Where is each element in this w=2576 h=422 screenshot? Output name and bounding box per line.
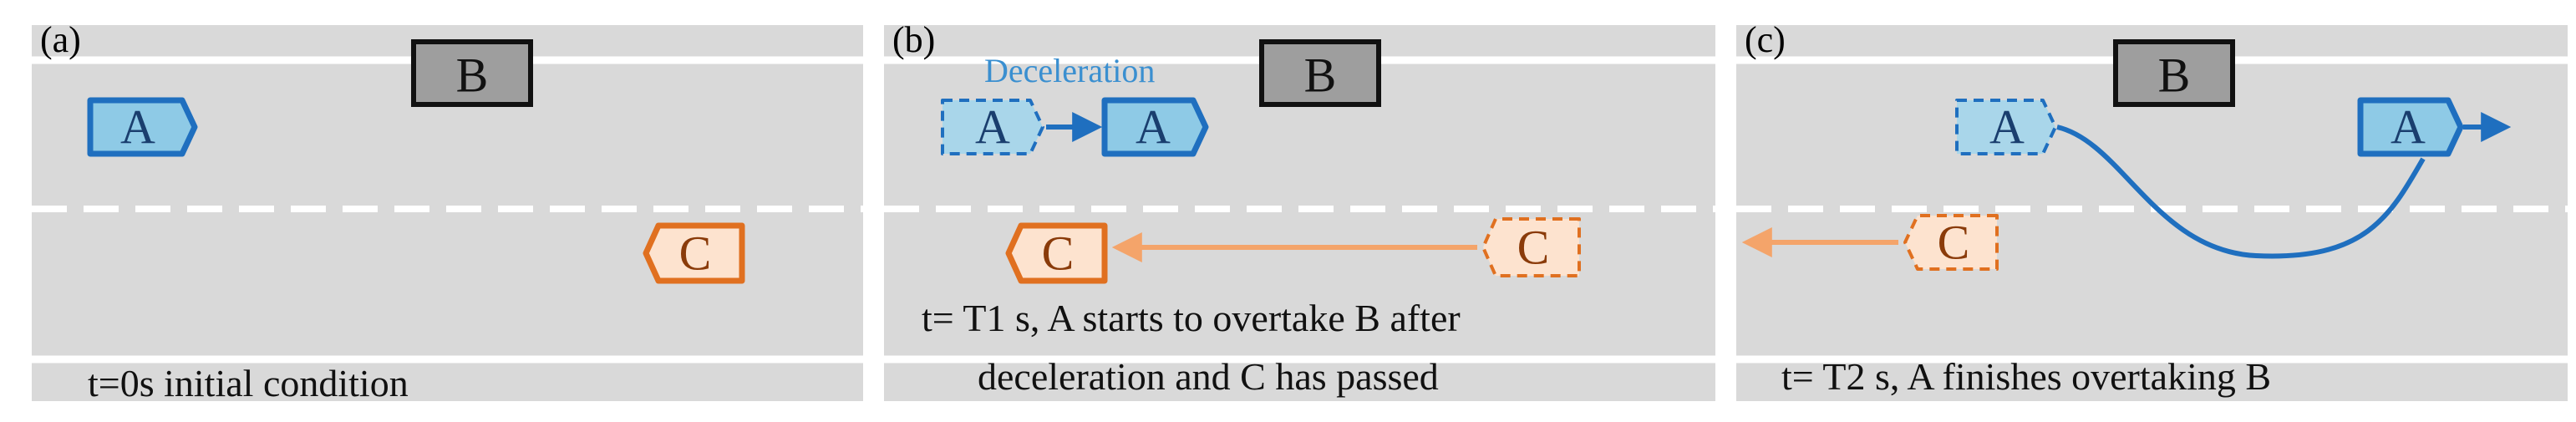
car-a: A: [1101, 97, 1209, 157]
overtaking-trajectory: [2056, 125, 2426, 259]
panel-a: (a) B A C t=0s initial condition: [32, 19, 863, 404]
car-a: A: [87, 97, 198, 157]
panel-caption-line-1: t= T1 s, A starts to overtake B after: [922, 297, 1461, 339]
car-b-label: B: [2158, 48, 2191, 103]
panel-caption: t=0s initial condition: [88, 362, 409, 404]
car-c: C: [643, 222, 745, 284]
car-c: C: [1005, 222, 1108, 284]
panel-caption-line-2: deceleration and C has passed: [978, 355, 1439, 398]
car-a-ghost-label: A: [975, 100, 1010, 155]
car-c-ghost-label: C: [1938, 216, 1970, 270]
car-c-label: C: [679, 226, 712, 281]
car-a-ghost-label: A: [1989, 100, 2025, 155]
car-c-label: C: [1042, 226, 1075, 281]
car-a-label: A: [120, 100, 155, 155]
car-a-label: A: [2391, 100, 2426, 155]
panel-label: (a): [40, 19, 81, 60]
car-b-label: B: [1304, 48, 1337, 103]
car-a-ghost: A: [1955, 99, 2057, 155]
panel-label: (b): [892, 19, 935, 60]
car-c-ghost: C: [1481, 217, 1581, 277]
car-a: A: [2357, 97, 2464, 157]
car-b-label: B: [456, 48, 489, 103]
car-a-label: A: [1136, 100, 1171, 155]
panel-b: (b) Deceleration B A A C C: [884, 19, 1715, 401]
car-b: B: [1259, 39, 1381, 107]
car-b: B: [2113, 39, 2235, 107]
car-a-ghost: A: [941, 99, 1044, 155]
panel-c: (c) B A A C t= T2 s, A finishes overtaki…: [1736, 19, 2568, 401]
panel-caption: t= T2 s, A finishes overtaking B: [1781, 355, 2271, 398]
deceleration-annotation: Deceleration: [984, 52, 1155, 89]
car-c-ghost-label: C: [1517, 221, 1550, 275]
car-b: B: [411, 39, 533, 107]
panel-label: (c): [1745, 19, 1786, 60]
car-c-ghost: C: [1903, 214, 1999, 271]
